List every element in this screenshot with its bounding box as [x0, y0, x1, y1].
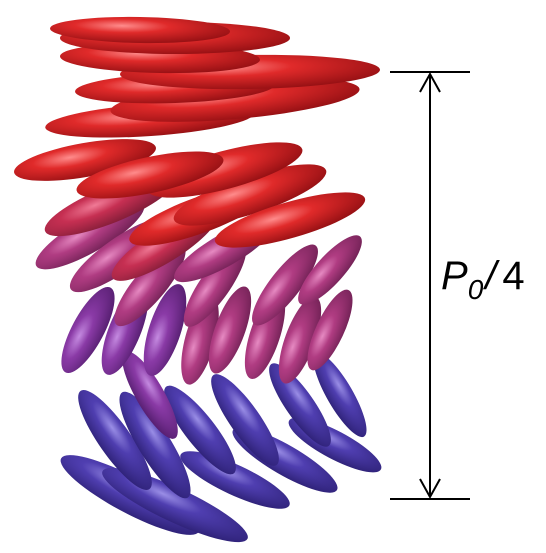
- pitch-symbol: P: [441, 254, 468, 298]
- layer-top: [44, 15, 380, 143]
- layer-bottom: [53, 345, 388, 553]
- divisor: 4: [502, 254, 524, 298]
- division-slash: /: [485, 254, 496, 298]
- pitch-label: P0/4: [441, 256, 525, 296]
- pitch-subscript: 0: [468, 274, 484, 305]
